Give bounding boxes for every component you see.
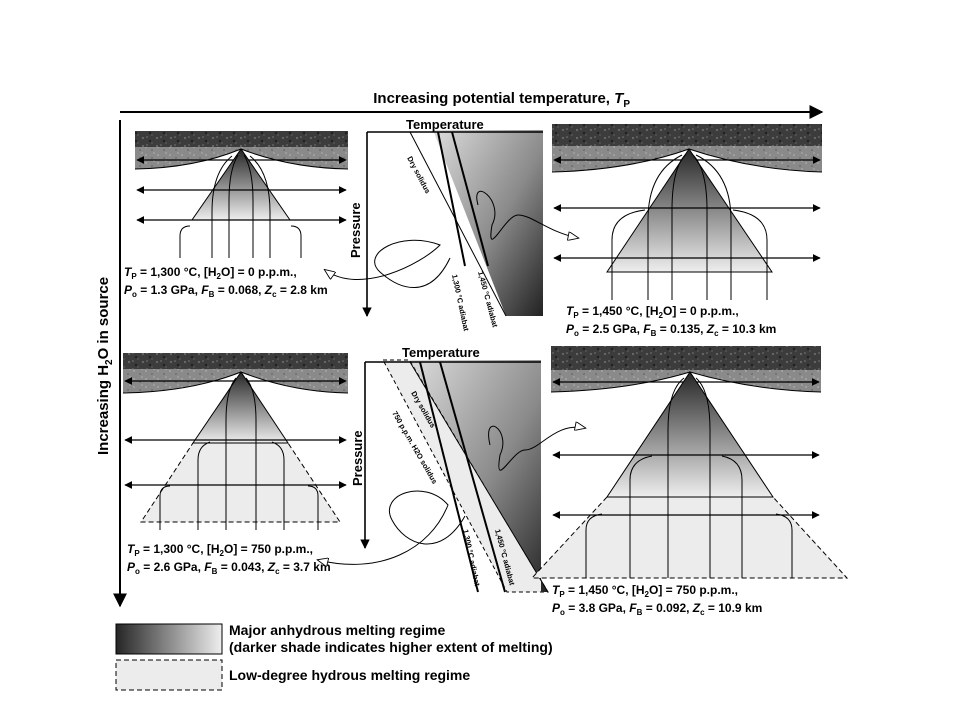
adiabat-1300-label: 1,300 °C adiabat bbox=[450, 274, 471, 333]
panel-bottom-left: TP = 1,300 °C, [H2O] = 750 p.p.m., Po = … bbox=[122, 353, 349, 576]
pointer-arrow bbox=[476, 190, 578, 239]
phase-diagram-top: Temperature Pressure Dry solidus 1,300 °… bbox=[325, 117, 578, 332]
caption-bl-line1: TP = 1,300 °C, [H2O] = 750 p.p.m., bbox=[127, 542, 313, 558]
dry-solidus-label: Dry solidus bbox=[405, 155, 432, 195]
pointer-arrow bbox=[488, 426, 585, 471]
caption-tl-line2: Po = 1.3 GPa, FB = 0.068, Zc = 2.8 km bbox=[124, 283, 328, 299]
pressure-label: Pressure bbox=[350, 430, 365, 486]
flow-lines bbox=[159, 377, 319, 530]
panel-bottom-right: TP = 1,450 °C, [H2O] = 750 p.p.m., Po = … bbox=[530, 346, 849, 617]
legend-anhydrous-line1: Major anhydrous melting regime bbox=[229, 622, 445, 638]
crust-layer bbox=[551, 346, 821, 370]
adiabat-1300 bbox=[419, 361, 479, 593]
caption-bl-line2: Po = 2.6 GPa, FB = 0.043, Zc = 3.7 km bbox=[127, 560, 331, 576]
adiabat-1300 bbox=[437, 131, 466, 267]
melting-triangle bbox=[606, 371, 774, 498]
flow-lines bbox=[585, 377, 793, 578]
crust-layer bbox=[552, 124, 822, 146]
caption-tl-line1: TP = 1,300 °C, [H2O] = 0 p.p.m., bbox=[124, 265, 297, 281]
panel-top-right: TP = 1,450 °C, [H2O] = 0 p.p.m., Po = 2.… bbox=[551, 124, 823, 338]
pointer-arrow bbox=[318, 490, 466, 564]
dry-solidus-line bbox=[409, 131, 507, 317]
caption-tr-line1: TP = 1,450 °C, [H2O] = 0 p.p.m., bbox=[566, 304, 739, 320]
dry-solidus-line bbox=[409, 361, 549, 593]
crust-layer bbox=[135, 131, 348, 147]
phase-diagram-bottom: Temperature Pressure Dry solidus 750 p.p… bbox=[318, 345, 585, 593]
legend: Major anhydrous melting regime (darker s… bbox=[115, 622, 553, 691]
x-axis-label: Increasing potential temperature, TP bbox=[373, 90, 630, 110]
adiabat-1450 bbox=[451, 131, 489, 267]
caption-br-line1: TP = 1,450 °C, [H2O] = 750 p.p.m., bbox=[552, 583, 738, 599]
legend-swatch-anhydrous bbox=[115, 623, 223, 655]
pressure-label: Pressure bbox=[348, 202, 363, 258]
legend-hydrous: Low-degree hydrous melting regime bbox=[229, 667, 470, 683]
legend-anhydrous-line2: (darker shade indicates higher extent of… bbox=[229, 639, 553, 655]
pointer-arrow bbox=[325, 239, 451, 288]
caption-tr-line2: Po = 2.5 GPa, FB = 0.135, Zc = 10.3 km bbox=[566, 322, 776, 338]
flow-lines bbox=[179, 154, 302, 258]
legend-swatch-hydrous bbox=[115, 659, 223, 691]
caption-br-line2: Po = 3.8 GPa, FB = 0.092, Zc = 10.9 km bbox=[552, 601, 762, 617]
temperature-label: Temperature bbox=[402, 345, 480, 360]
melt-region bbox=[433, 130, 543, 316]
panel-top-left: TP = 1,300 °C, [H2O] = 0 p.p.m., Po = 1.… bbox=[124, 131, 349, 299]
y-axis-label: Increasing H2O in source bbox=[95, 277, 115, 455]
adiabat-1450 bbox=[439, 361, 506, 593]
hydrous-region bbox=[140, 442, 341, 523]
temperature-label: Temperature bbox=[406, 117, 484, 132]
flow-lines bbox=[611, 153, 768, 300]
hydrous-region bbox=[530, 496, 849, 579]
crust-layer bbox=[123, 353, 348, 369]
